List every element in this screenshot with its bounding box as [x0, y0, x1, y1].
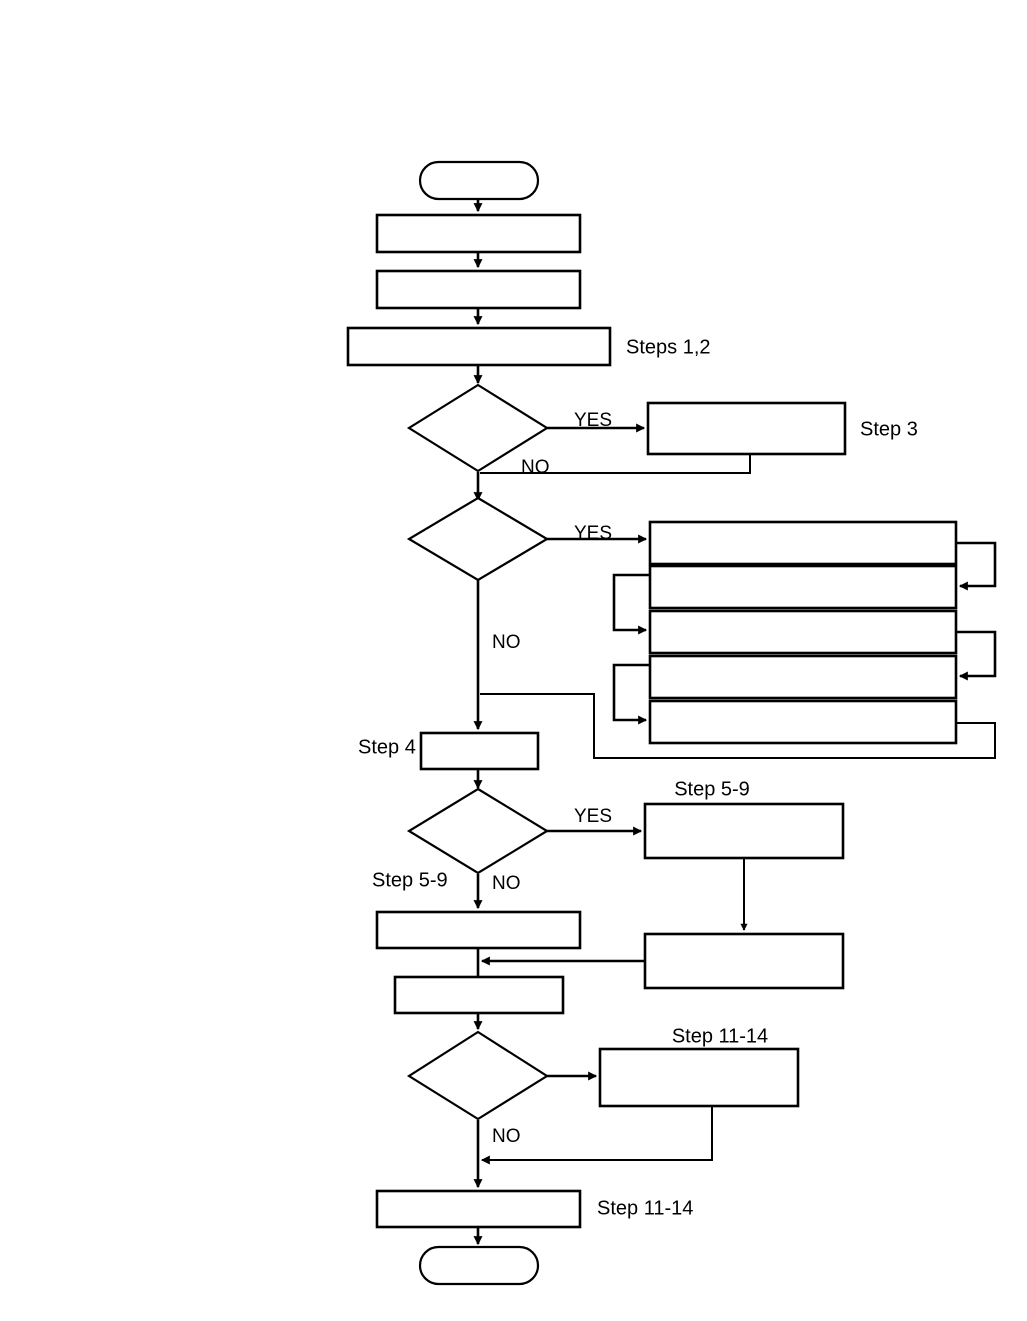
process-box-after-merge[interactable]: [393, 975, 565, 1015]
process-box-2[interactable]: [375, 269, 582, 310]
process-box-step3[interactable]: [646, 401, 847, 456]
edge-label-no-3: NO: [492, 873, 521, 894]
process-box-merge-right[interactable]: [643, 932, 845, 990]
stack-box-1[interactable]: [648, 520, 958, 566]
decision-diamond-1[interactable]: [406, 383, 550, 473]
step-label-step-3: Step 3: [860, 418, 918, 440]
process-box-3[interactable]: [346, 326, 612, 367]
step-label-steps-1-2: Steps 1,2: [626, 336, 711, 358]
edge-label-yes-3: YES: [574, 806, 612, 827]
stack-box-4[interactable]: [648, 654, 958, 700]
connector-stack2-to-stack3: [612, 573, 650, 635]
edge-label-no-2: NO: [492, 632, 521, 653]
edge-label-no-4: NO: [492, 1126, 521, 1147]
process-box-step11-14-bottom[interactable]: [375, 1189, 582, 1229]
step-label-step-11-14-bottom: Step 11-14: [597, 1197, 693, 1219]
stack-box-2[interactable]: [648, 564, 958, 610]
decision-diamond-4[interactable]: [406, 1030, 550, 1121]
connector-step11_14-return: [480, 1106, 713, 1165]
connector-stack3-to-stack4: [956, 630, 997, 681]
process-box-step5-9-left[interactable]: [375, 910, 582, 950]
process-box-step5-9-right[interactable]: [643, 802, 845, 860]
edge-label-no-1: NO: [521, 457, 550, 478]
connector-stack5-return-to-trunk: [480, 693, 996, 759]
stack-box-5[interactable]: [648, 699, 958, 745]
connector-stack1-to-stack2: [956, 541, 997, 591]
step-label-step-11-14-right: Step 11-14: [672, 1025, 768, 1047]
process-box-step11-14-right[interactable]: [598, 1047, 800, 1108]
edge-label-yes-2: YES: [574, 523, 612, 544]
decision-diamond-2[interactable]: [406, 496, 550, 582]
start-terminator[interactable]: [418, 160, 540, 201]
connector-step3-return: [480, 454, 751, 474]
step-label-step-5-9-left: Step 5-9: [372, 869, 448, 891]
decision-diamond-3[interactable]: [406, 787, 550, 875]
step-label-step-4: Step 4: [358, 736, 416, 758]
end-terminator[interactable]: [418, 1245, 540, 1286]
step-label-step-5-9-right: Step 5-9: [674, 778, 750, 800]
process-box-1[interactable]: [375, 213, 582, 254]
stack-box-3[interactable]: [648, 609, 958, 655]
edge-label-yes-1: YES: [574, 410, 612, 431]
process-box-step4[interactable]: [419, 731, 540, 771]
connector-stack4-to-stack5: [612, 663, 650, 725]
